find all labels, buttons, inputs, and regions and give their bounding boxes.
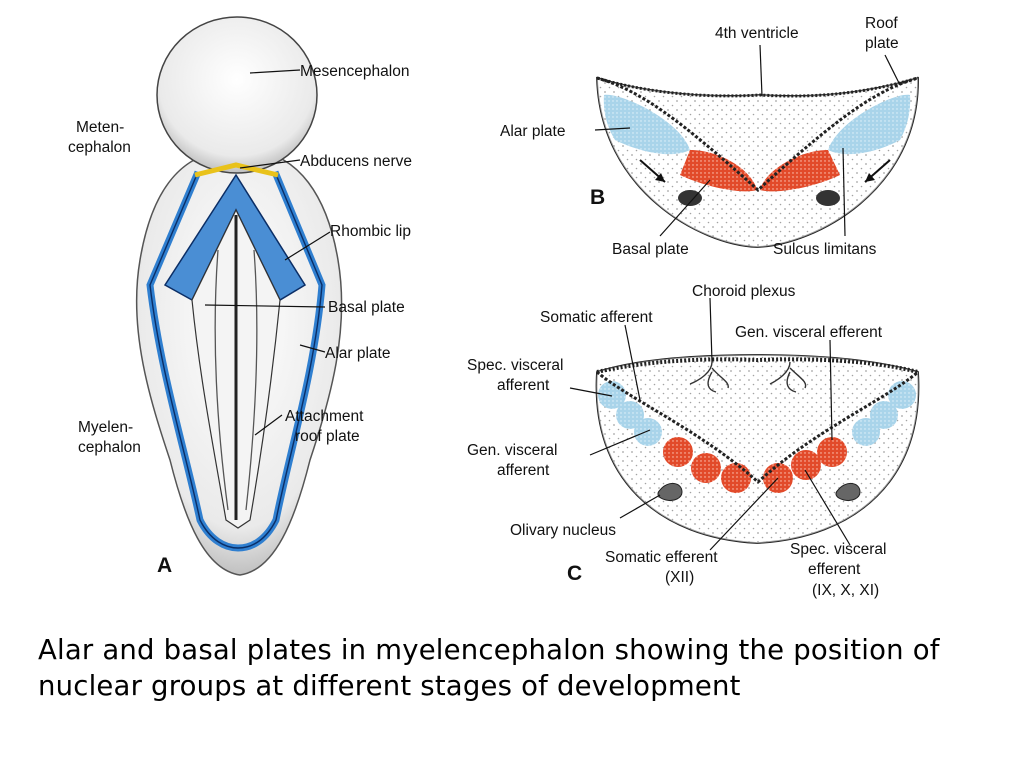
label-spec-visceral-afferent-2: afferent: [497, 377, 550, 394]
label-spec-visceral-afferent-1: Spec. visceral: [467, 357, 563, 374]
panel-c-section: [597, 355, 919, 543]
anatomy-figure: Mesencephalon Meten- cephalon Abducens n…: [0, 0, 1024, 610]
label-choroid-plexus: Choroid plexus: [692, 283, 796, 300]
panel-label-a: A: [157, 554, 172, 577]
label-abducens-nerve: Abducens nerve: [300, 153, 412, 170]
mesencephalon-shape: [157, 17, 317, 173]
label-somatic-afferent: Somatic afferent: [540, 309, 653, 326]
label-sulcus-limitans: Sulcus limitans: [773, 241, 877, 258]
label-metencephalon-2: cephalon: [68, 139, 131, 156]
label-roof-1: Roof: [865, 15, 898, 32]
label-myelencephalon-2: cephalon: [78, 439, 141, 456]
panel-b-section: [597, 78, 918, 247]
label-basal-plate-b: Basal plate: [612, 241, 689, 258]
figure-drawing: Mesencephalon Meten- cephalon Abducens n…: [0, 0, 1024, 610]
figure-caption: Alar and basal plates in myelencephalon …: [38, 632, 1008, 704]
label-spec-visceral-efferent-2: efferent: [808, 561, 861, 578]
label-gen-visceral-afferent-1: Gen. visceral: [467, 442, 557, 459]
label-alar-plate-b: Alar plate: [500, 123, 565, 140]
visceral-efferent-nucleus-left: [663, 437, 693, 467]
label-somatic-efferent-1: Somatic efferent: [605, 549, 718, 566]
label-4th-ventricle: 4th ventricle: [715, 25, 799, 42]
label-spec-visceral-efferent-3: (IX, X, XI): [812, 582, 879, 599]
label-rhombic-lip: Rhombic lip: [330, 223, 411, 240]
label-alar-plate-a: Alar plate: [325, 345, 390, 362]
label-attachment-1: Attachment: [285, 408, 364, 425]
label-spec-visceral-efferent-1: Spec. visceral: [790, 541, 886, 558]
label-somatic-efferent-2: (XII): [665, 569, 694, 586]
label-myelencephalon-1: Myelen-: [78, 419, 133, 436]
panel-label-c: C: [567, 562, 582, 585]
label-attachment-2: roof plate: [295, 428, 360, 445]
panel-label-b: B: [590, 186, 605, 209]
label-roof-2: plate: [865, 35, 899, 52]
panel-a-embryo: [137, 17, 342, 575]
label-mesencephalon: Mesencephalon: [300, 63, 409, 80]
label-gen-visceral-efferent: Gen. visceral efferent: [735, 324, 883, 341]
label-gen-visceral-afferent-2: afferent: [497, 462, 550, 479]
label-olivary-nucleus: Olivary nucleus: [510, 522, 616, 539]
neuron-cluster-right: [816, 190, 840, 206]
label-basal-plate-a: Basal plate: [328, 299, 405, 316]
label-metencephalon-1: Meten-: [76, 119, 124, 136]
